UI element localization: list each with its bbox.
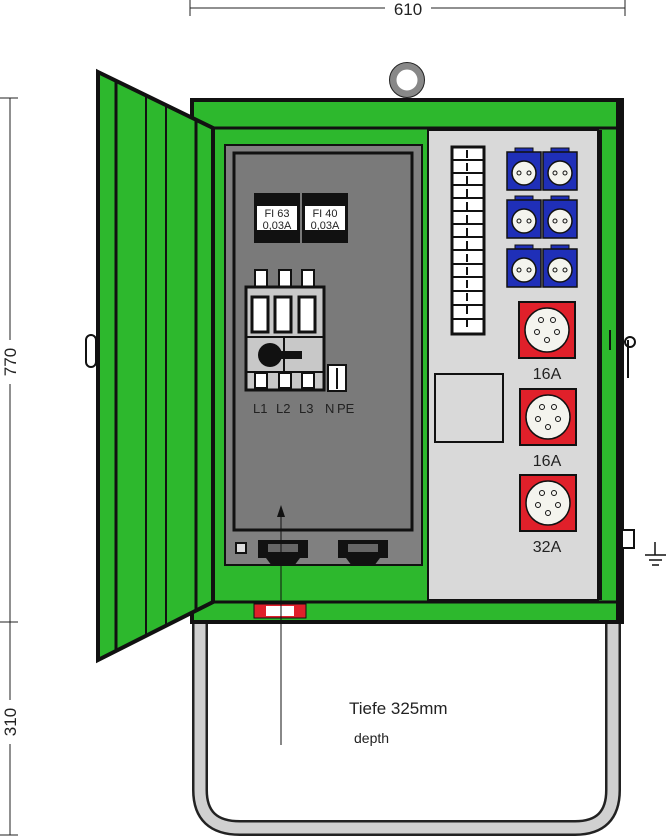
depth-sublabel: depth xyxy=(354,730,389,746)
depth-label: Tiefe 325mm xyxy=(349,699,448,718)
rcd-fi63: FI 63 0,03A xyxy=(254,193,300,243)
stand-frame xyxy=(192,622,621,836)
cabinet-height-label: 770 xyxy=(1,348,20,376)
schuko-sockets xyxy=(506,147,578,288)
cee-socket[interactable] xyxy=(519,388,577,446)
svg-text:N: N xyxy=(325,401,334,416)
main-switch xyxy=(244,269,347,392)
svg-text:L2: L2 xyxy=(276,401,290,416)
bottom-gland xyxy=(253,603,307,619)
schuko-socket[interactable] xyxy=(506,244,542,288)
terminal-labels: L1 L2 L3 N PE xyxy=(253,401,355,416)
svg-text:PE: PE xyxy=(337,401,355,416)
svg-text:0,03A: 0,03A xyxy=(311,220,340,232)
cee-label-3: 32A xyxy=(533,539,562,556)
door-handle[interactable] xyxy=(85,334,97,368)
cee-label-1: 16A xyxy=(533,366,562,383)
rcd-fi40: FI 40 0,03A xyxy=(302,193,348,243)
stand-height-label: 310 xyxy=(1,708,20,736)
svg-text:L1: L1 xyxy=(253,401,267,416)
svg-text:FI 40: FI 40 xyxy=(312,208,337,220)
circuit-breaker-row xyxy=(450,145,486,336)
cable-entry-left xyxy=(258,540,308,566)
lifting-ring xyxy=(389,62,425,98)
cabinet-door[interactable] xyxy=(85,68,215,664)
schuko-socket[interactable] xyxy=(542,147,578,191)
svg-text:L3: L3 xyxy=(299,401,313,416)
cee-socket[interactable] xyxy=(518,301,576,359)
width-label: 610 xyxy=(394,0,422,19)
schuko-socket[interactable] xyxy=(506,195,542,239)
ground-terminal xyxy=(621,529,635,549)
meter-cutout xyxy=(434,373,504,443)
cee-socket[interactable] xyxy=(519,474,577,532)
svg-text:FI 63: FI 63 xyxy=(264,208,289,220)
cee-label-2: 16A xyxy=(533,453,562,470)
ground-icon xyxy=(645,542,666,566)
svg-text:0,03A: 0,03A xyxy=(263,220,292,232)
schuko-socket[interactable] xyxy=(542,195,578,239)
schuko-socket[interactable] xyxy=(506,147,542,191)
door-lock[interactable] xyxy=(609,330,636,378)
cee-sockets xyxy=(518,301,577,532)
schuko-socket[interactable] xyxy=(542,244,578,288)
indicator-square xyxy=(235,542,247,554)
cable-entry-right xyxy=(338,540,388,566)
